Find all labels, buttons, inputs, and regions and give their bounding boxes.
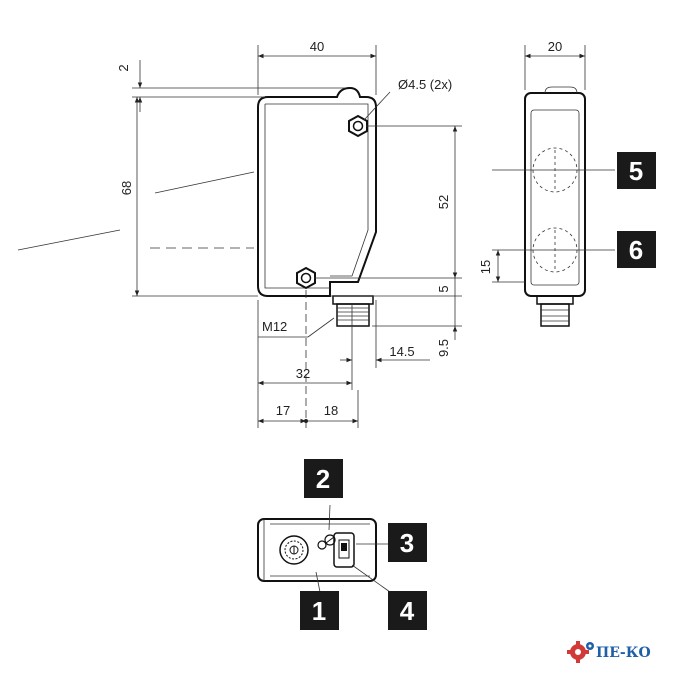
housing-inner-edge [265, 103, 369, 277]
dim-2: 2 [116, 64, 131, 71]
mounting-hole-top [348, 114, 368, 138]
callout-4-badge [388, 591, 427, 630]
callout-6: 6 [629, 235, 643, 265]
dim-52: 52 [436, 195, 451, 209]
beam-line-upper [154, 171, 255, 194]
side-housing [524, 92, 586, 297]
callout-5-badge [617, 152, 656, 189]
dim-14-5: 14.5 [389, 344, 414, 359]
m12-connector [332, 295, 374, 327]
callout-3-badge [388, 523, 427, 562]
control-panel-view: 1 2 3 4 [257, 459, 427, 630]
peko-logo: ПЕ-КО [567, 641, 651, 663]
front-view: 40 2 68 Ø4.5 (2x) 52 5 9.5 14.5 [17, 39, 462, 428]
dim-32: 32 [296, 366, 310, 381]
hole-label: Ø4.5 (2x) [398, 77, 452, 92]
mode-switch [333, 532, 355, 568]
dim-20: 20 [548, 39, 562, 54]
callout-4: 4 [400, 596, 415, 626]
beam-line-lower [17, 229, 121, 251]
callout-2: 2 [316, 464, 330, 494]
dim-9-5: 9.5 [436, 339, 451, 357]
callout-1: 1 [312, 596, 326, 626]
mounting-hole-bottom [296, 266, 316, 290]
dim-5: 5 [436, 285, 451, 292]
adjust-screw-icon [324, 534, 336, 546]
dim-40: 40 [310, 39, 324, 54]
side-view: 20 15 5 6 [478, 39, 656, 327]
callout-6-badge [617, 231, 656, 268]
callout-2-badge [304, 459, 343, 498]
control-panel-outline [257, 518, 377, 582]
logo-text: ПЕ-КО [596, 645, 651, 661]
status-led [317, 540, 327, 550]
callout-5: 5 [629, 156, 643, 186]
sensor-housing [257, 86, 377, 297]
dim-17: 17 [276, 403, 290, 418]
sensitivity-dial [279, 535, 309, 565]
gear-icon [567, 641, 594, 663]
callout-1-badge [300, 591, 339, 630]
dim-68: 68 [119, 181, 134, 195]
callout-3: 3 [400, 528, 414, 558]
dim-15: 15 [478, 260, 493, 274]
m12-label: M12 [262, 319, 287, 334]
dim-18: 18 [324, 403, 338, 418]
